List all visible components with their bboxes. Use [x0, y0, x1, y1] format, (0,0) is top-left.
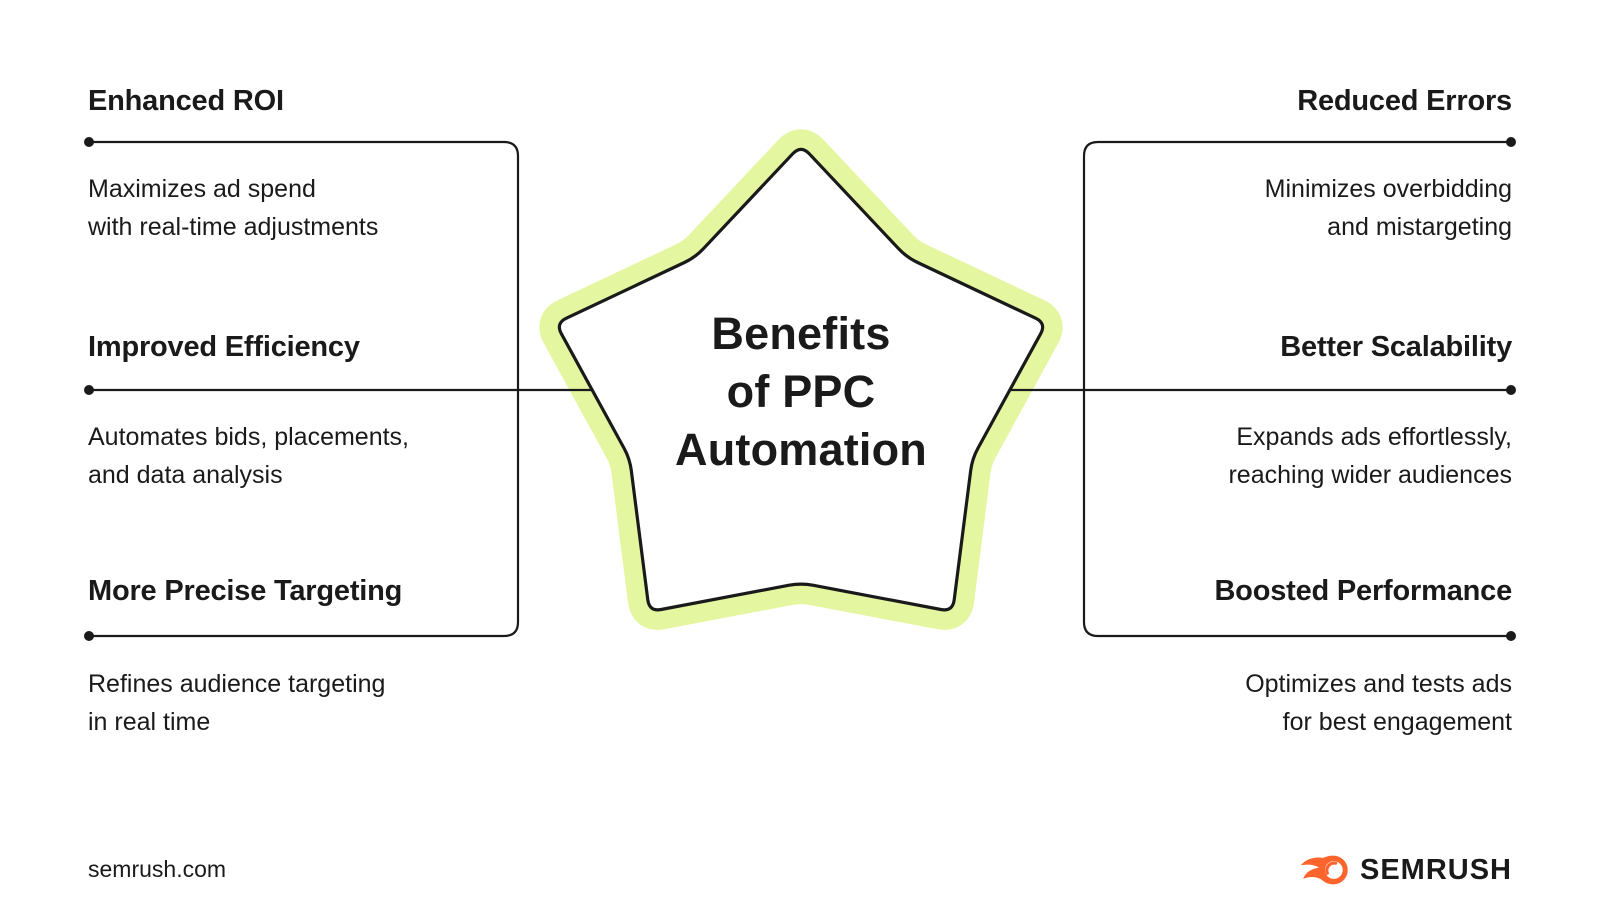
star-title-line: Automation [675, 424, 927, 475]
benefit-heading-more-precise-targeting: More Precise Targeting [88, 575, 403, 607]
right-dot-bottom [1506, 631, 1516, 641]
left-dot-middle [84, 385, 94, 395]
benefit-description: Automates bids, placements, and data ana… [88, 423, 409, 489]
left-dot-bottom [84, 631, 94, 641]
benefit-heading-better-scalability: Better Scalability [1280, 331, 1512, 363]
left-dot-top [84, 137, 94, 147]
semrush-flame-icon [1300, 855, 1348, 885]
right-dot-top [1506, 137, 1516, 147]
benefit-description: Refines audience targeting in real time [88, 670, 386, 736]
star-badge [557, 147, 1045, 612]
benefit-description: Expands ads effortlessly, reaching wider… [1228, 423, 1512, 489]
right-dot-middle [1506, 385, 1516, 395]
benefit-description: Optimizes and tests ads for best engagem… [1245, 670, 1512, 736]
star-title: Benefits of PPC Automation [601, 305, 1001, 479]
semrush-logo: SEMRUSH [1299, 854, 1512, 886]
benefit-heading-reduced-errors: Reduced Errors [1297, 85, 1512, 117]
star-title-line: of PPC [726, 366, 876, 417]
benefit-heading-improved-efficiency: Improved Efficiency [88, 331, 360, 363]
benefit-heading-boosted-performance: Boosted Performance [1214, 575, 1512, 607]
star-title-line: Benefits [711, 308, 891, 359]
website-url: semrush.com [88, 856, 227, 882]
benefit-description: Minimizes overbidding and mistargeting [1264, 175, 1512, 241]
benefit-description: Maximizes ad spend with real-time adjust… [88, 175, 379, 241]
semrush-wordmark: SEMRUSH [1359, 853, 1512, 886]
benefit-heading-enhanced-roi: Enhanced ROI [88, 85, 284, 117]
